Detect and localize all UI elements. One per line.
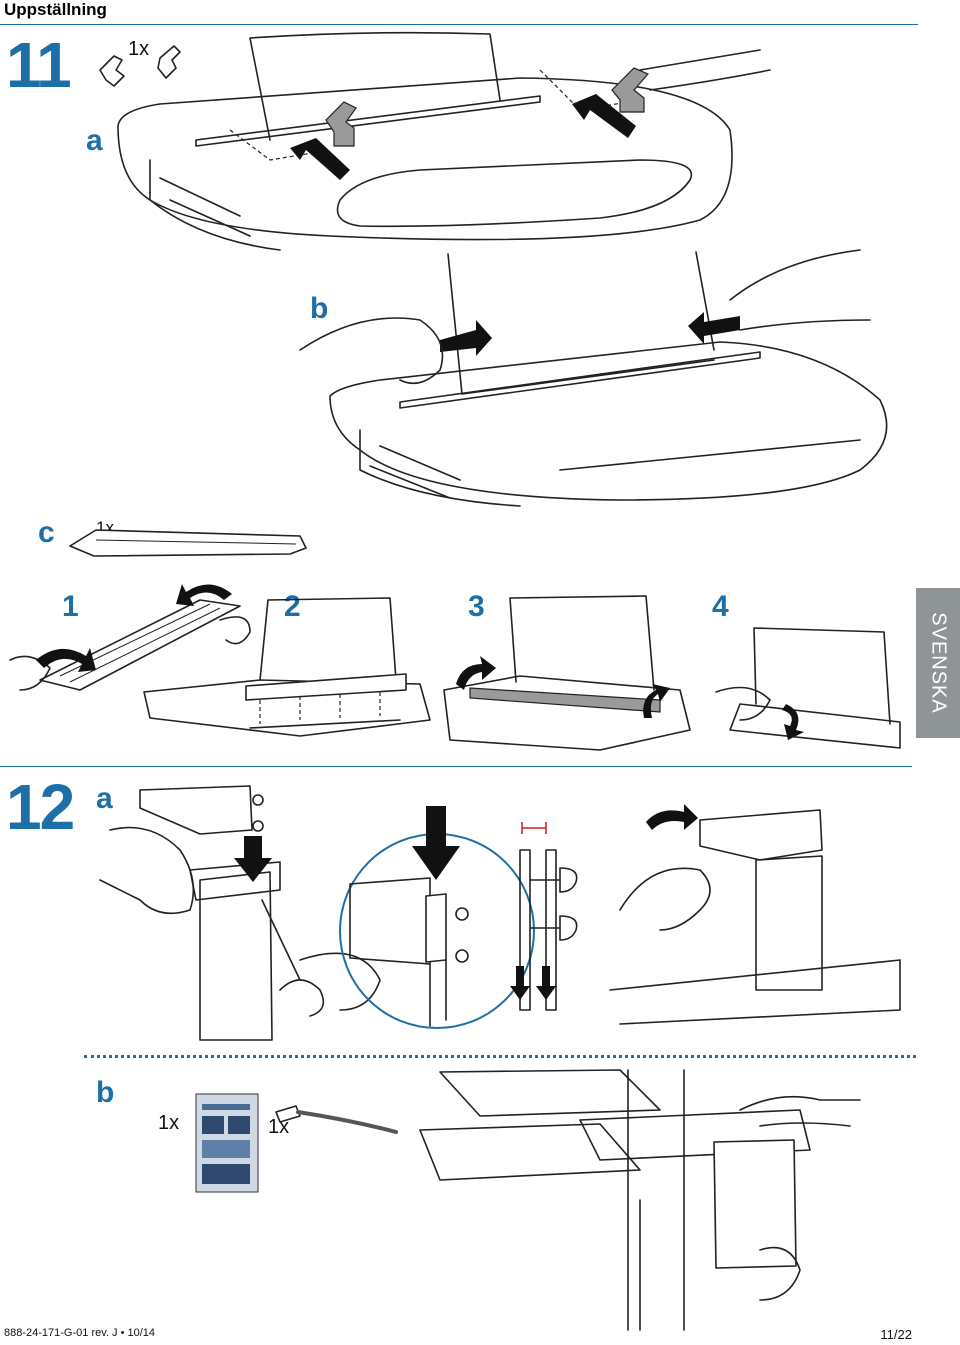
step-divider [0,766,912,767]
clip-part-icon [99,45,181,87]
substep-3-illustration [443,595,691,751]
language-tab: SVENSKA [916,588,960,738]
step-11a-label: a [86,124,103,157]
substep-3-label: 3 [468,590,485,623]
substep-1-label: 1 [62,590,79,623]
cart-worksurface-11b [299,249,888,507]
step-12a-label: a [96,782,113,815]
section-separator [84,1055,916,1058]
step-12b-cart-illustration [419,1069,861,1331]
step-11-number: 11 [6,29,72,101]
step-11-quantity: 1x [128,38,150,60]
detail-zoom-circle [339,806,535,1029]
substep-4-illustration [715,627,901,749]
manual-document-icon [195,1093,259,1193]
step-11c-label: c [38,516,55,549]
document-id: 888-24-171-G-01 rev. J • 10/14 [4,1327,156,1339]
substep-2-label: 2 [284,590,301,623]
cart-worksurface-11a [117,31,771,251]
step-12a-mounted-illustration [609,804,901,1025]
page-title: Uppställning [4,0,107,19]
manual-quantity: 1x [158,1112,180,1134]
substep-2-illustration [143,597,431,737]
step-12a-column-illustration [99,785,381,1041]
substep-1-illustration [9,584,251,691]
cover-strip-part [69,529,307,557]
cable-tie-icon [275,1105,398,1134]
step-11b-label: b [310,292,329,325]
substep-4-label: 4 [712,590,729,623]
step-12b-label: b [96,1076,115,1109]
page-number: 11/22 [880,1327,912,1342]
header-divider [0,24,918,25]
step-12-number: 12 [6,771,75,843]
bracket-detail [510,822,578,1011]
